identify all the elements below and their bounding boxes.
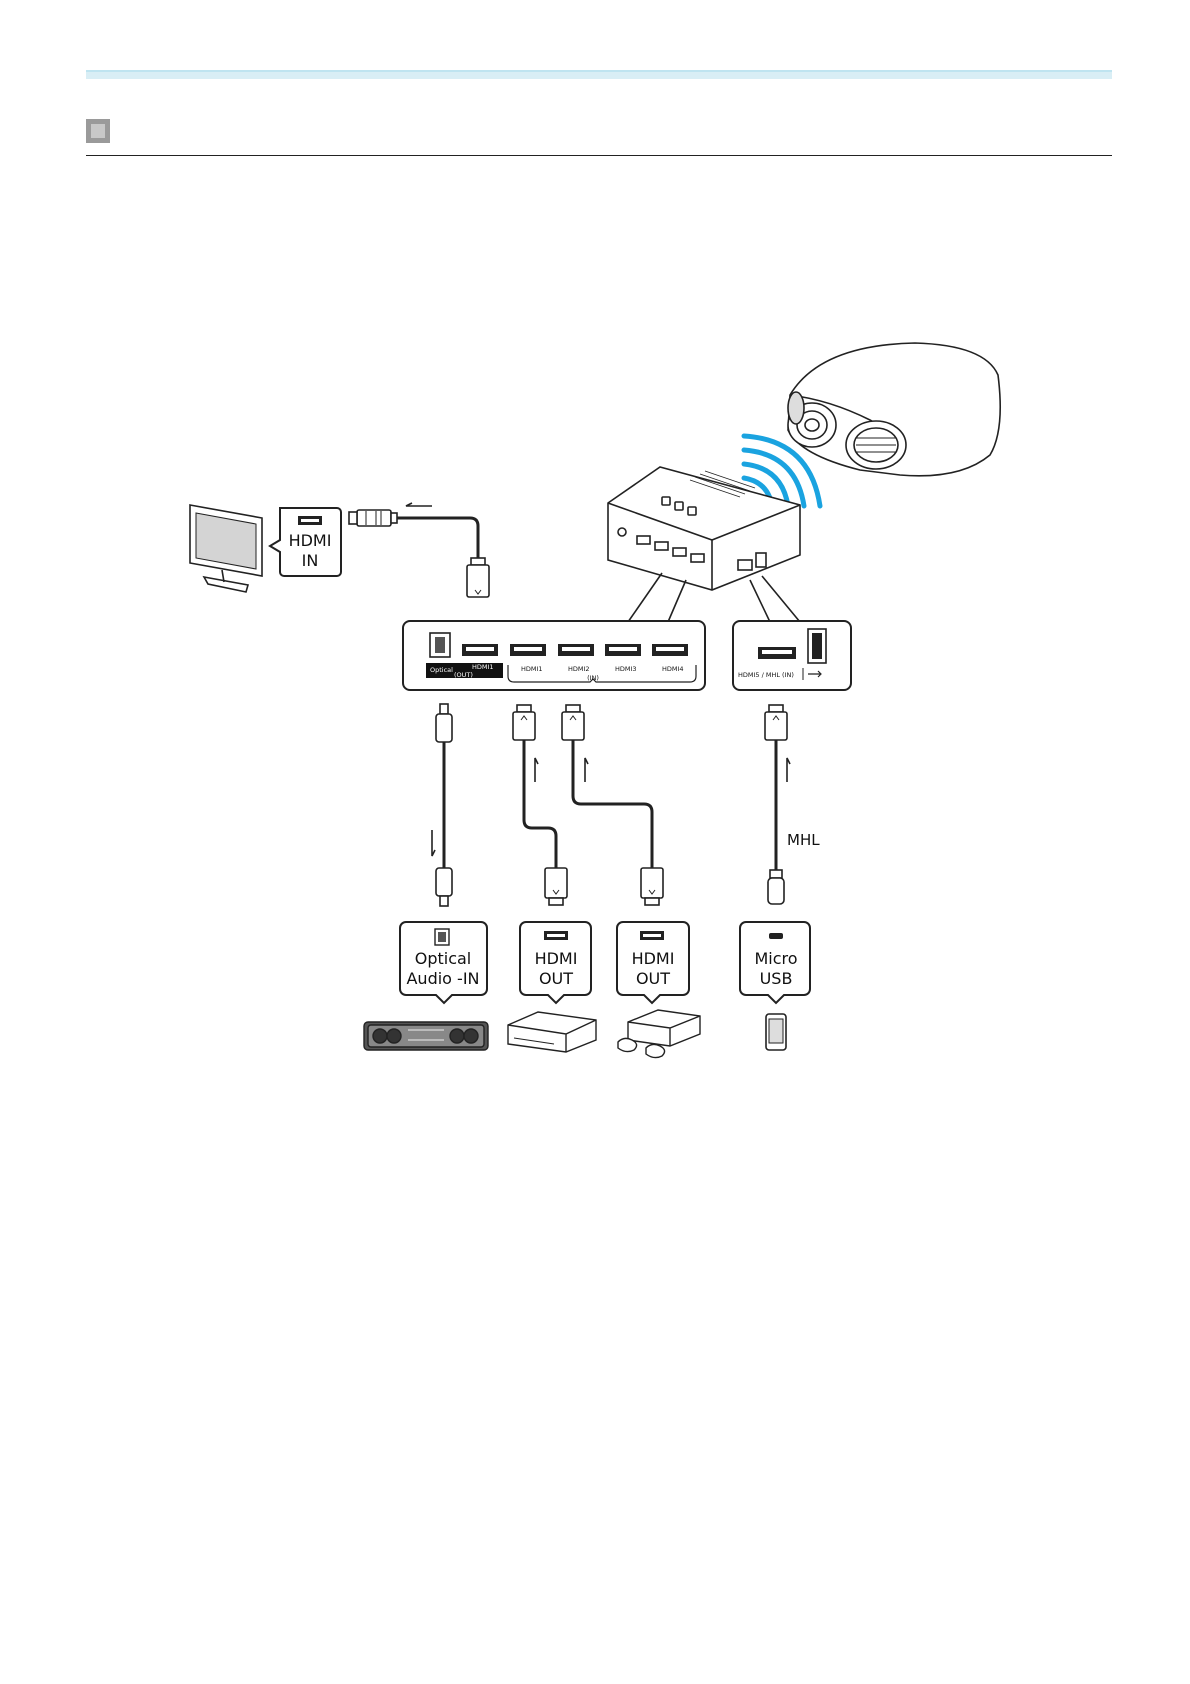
device-optical-line2: Audio -IN [406,969,479,988]
device-hdmi-out-1-line2: OUT [539,969,573,988]
receiver-port-panel: Optical HDMI1 (OUT) HDMI1 HDMI2 HDMI3 HD… [403,621,705,690]
hdmi-plug-bottom-2 [641,868,663,905]
device-callout-hdmi-out-1: HDMI OUT [520,922,591,1003]
soundbar-icon [364,1022,488,1050]
smartphone-icon [766,1014,786,1050]
device-callout-hdmi-out-2: HDMI OUT [617,922,689,1003]
device-callout-micro-usb: Micro USB [740,922,810,1003]
device-micro-usb-line2: USB [760,969,793,988]
side-port-panel: HDMI5 / MHL (IN) [733,621,851,690]
hdmi-plug-top-1 [513,705,535,740]
micro-usb-plug-bottom [768,870,784,904]
hdmi4-in-label: HDMI4 [662,665,684,673]
device-micro-usb-line1: Micro [754,949,797,968]
hdmi2-in-label: HDMI2 [568,665,590,673]
projector-icon [788,343,1000,476]
optical-plug-bottom [436,868,452,906]
device-hdmi-out-2-line1: HDMI [632,949,675,968]
game-console-icon [618,1010,700,1058]
device-hdmi-out-2-line2: OUT [636,969,670,988]
receiver-box-icon [608,467,800,590]
hdmi-plug-top-2 [562,705,584,740]
device-callout-optical: Optical Audio -IN [400,922,487,1003]
in-group-label: (IN) [587,674,599,682]
mhl-cable-label: MHL [787,831,820,849]
device-hdmi-out-1-line1: HDMI [535,949,578,968]
hdmi-out-port-label: HDMI1 [472,663,494,671]
tv-port-label-line1: HDMI [289,531,332,550]
tv-hdmi-plug-vertical [467,558,489,597]
device-cables [444,740,776,870]
hdmi-plug-top-mhl [765,705,787,740]
hdmi5-mhl-label: HDMI5 / MHL (IN) [738,671,794,679]
hdmi-plug-bottom-1 [545,868,567,905]
flow-arrows [432,758,790,856]
tv-hdmi-plug-horizontal [349,510,397,526]
hdmi1-in-label: HDMI1 [521,665,543,673]
tv-hdmi-cable [396,518,478,558]
tv-icon [190,505,262,592]
flow-arrow-to-tv [406,503,432,506]
tv-hdmi-in-callout: HDMI IN [270,508,341,576]
hdmi-out-port-sublabel: (OUT) [454,671,473,679]
optical-plug-top [436,704,452,742]
media-player-icon [508,1012,596,1052]
optical-port-label: Optical [430,666,453,674]
tv-port-label-line2: IN [302,551,319,570]
device-optical-line1: Optical [415,949,472,968]
hdmi3-in-label: HDMI3 [615,665,637,673]
